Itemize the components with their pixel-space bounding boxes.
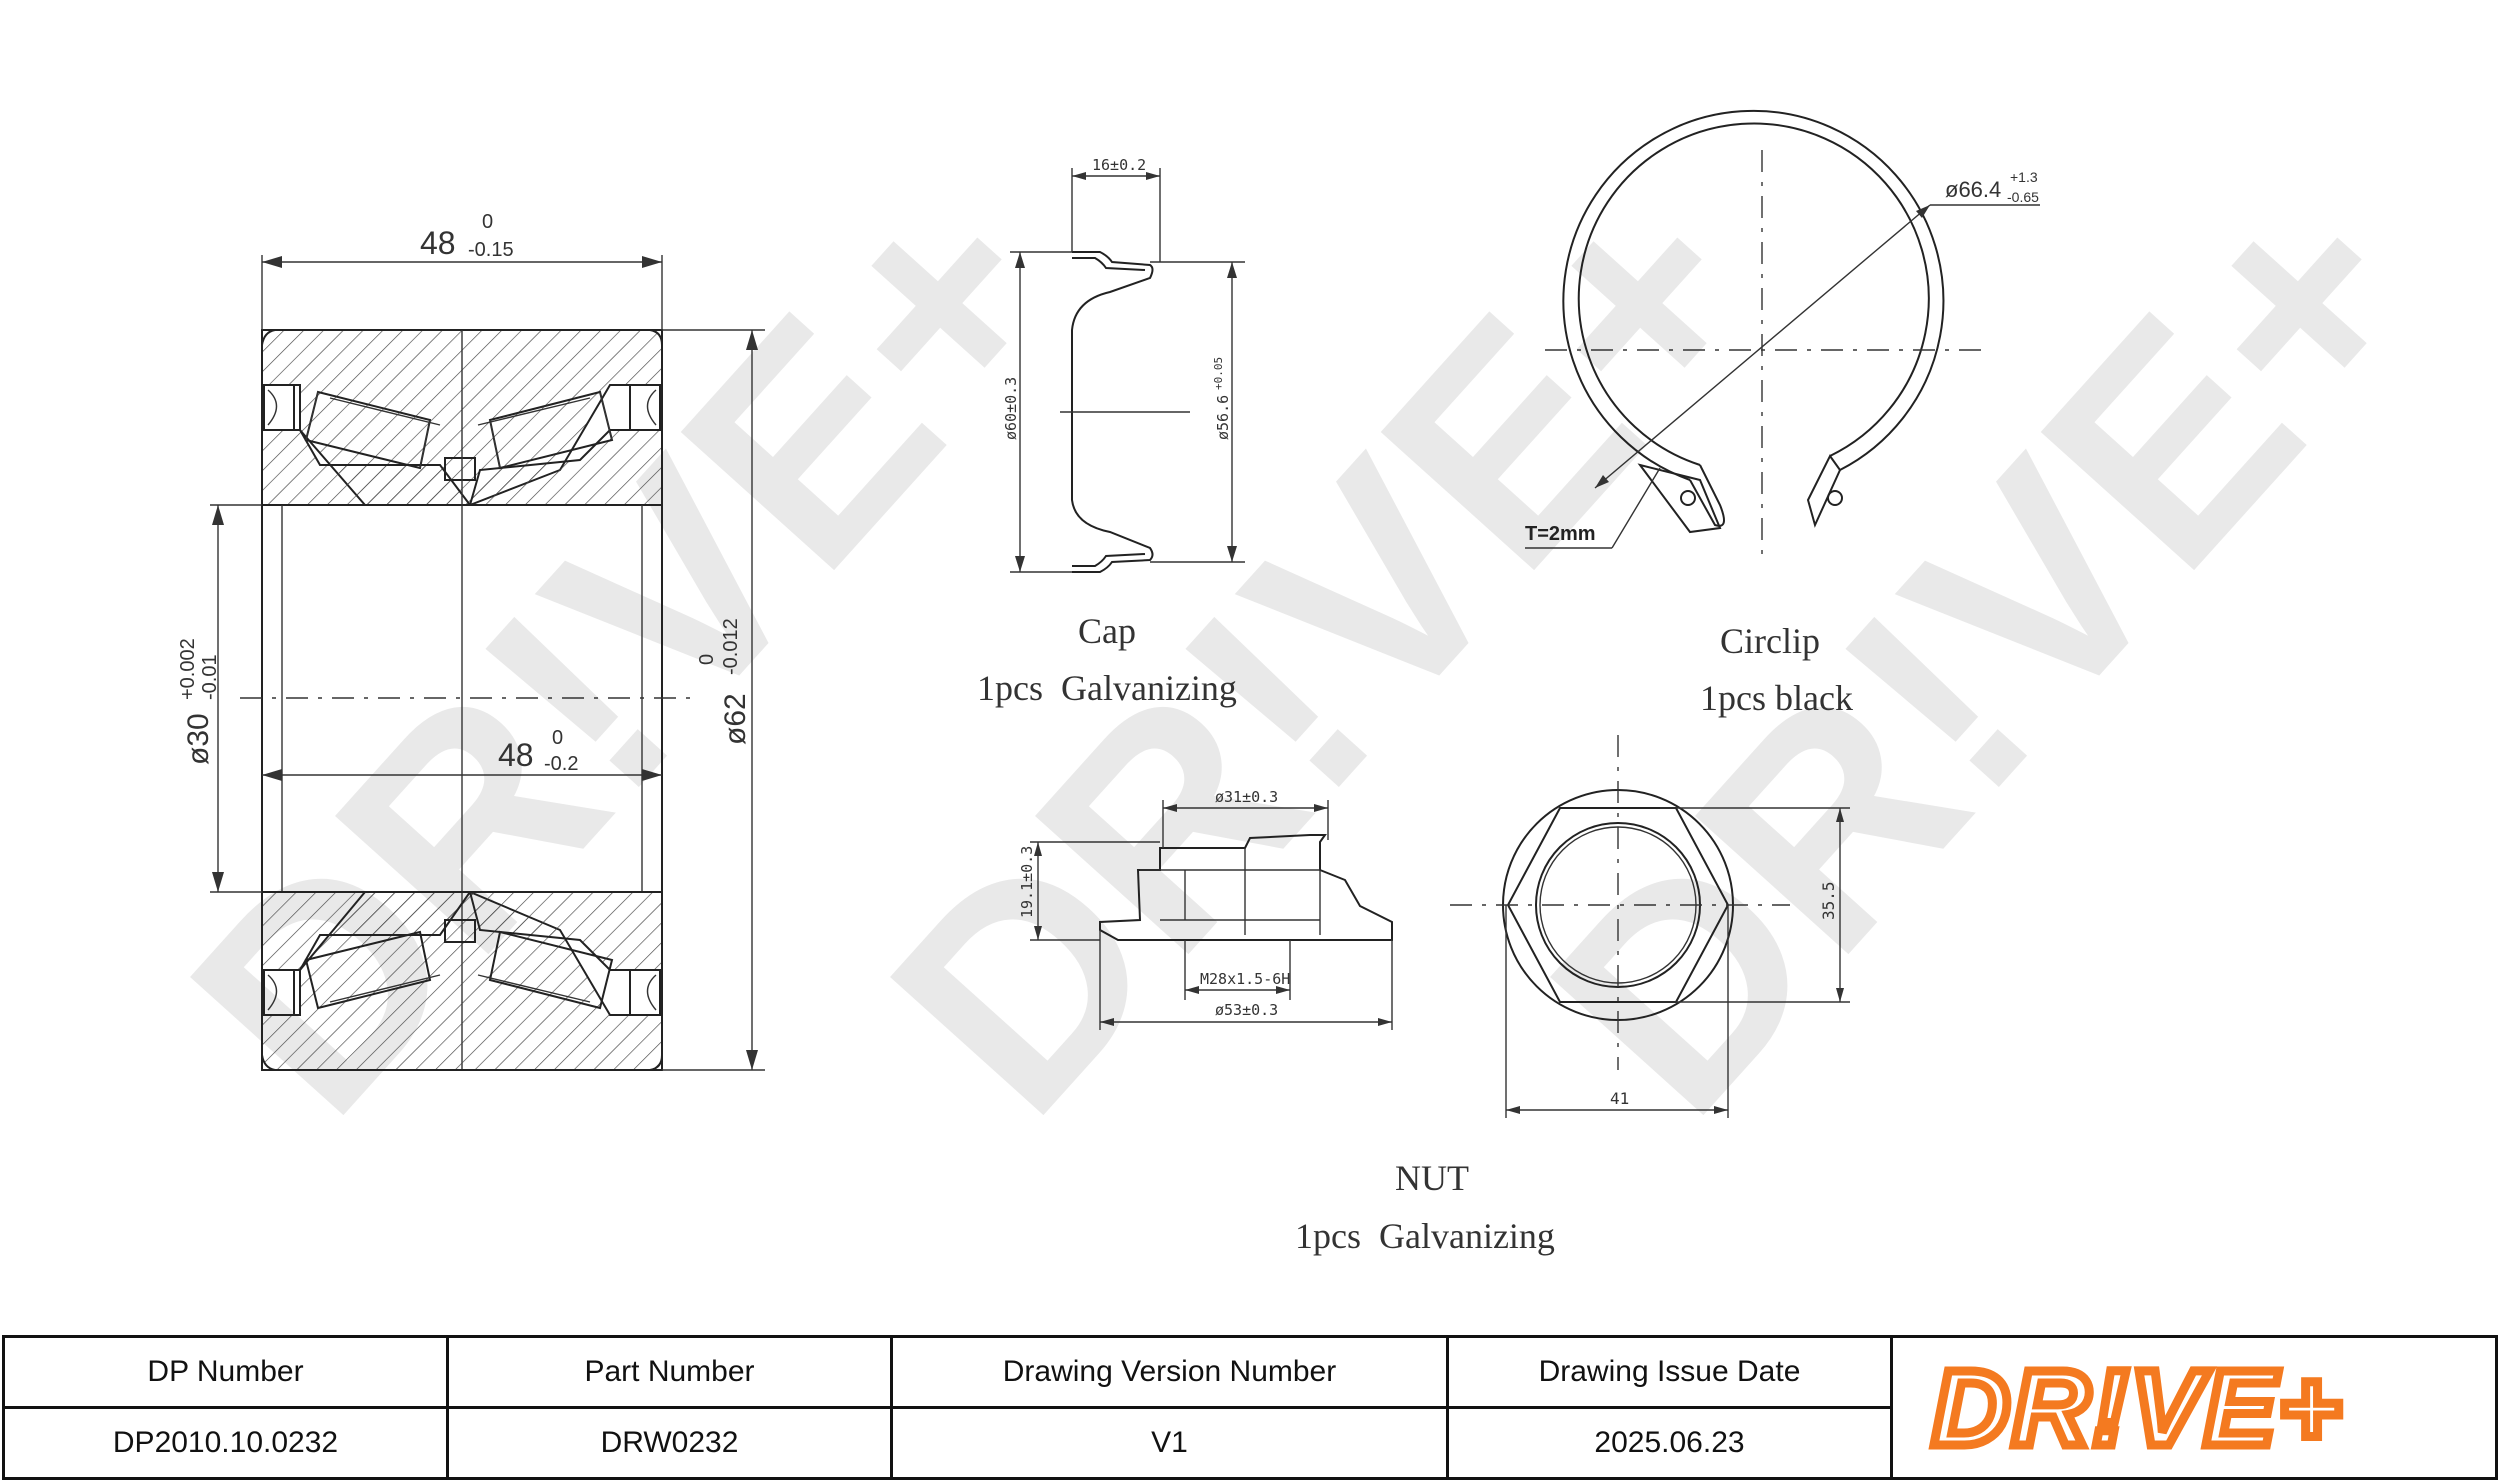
dim-bearing-outer: ø62 0 -0.012: [662, 329, 765, 1071]
circlip-description: 1pcs black: [1700, 678, 1853, 718]
issue-date-value: 2025.06.23: [1594, 1426, 1745, 1459]
title-block-col-part-number: Part Number DRW0232: [449, 1338, 893, 1477]
dp-number-value: DP2010.10.0232: [112, 1426, 339, 1459]
issue-date-header: Drawing Issue Date: [1449, 1338, 1890, 1409]
cap-section-view: 16±0.2 ø60±0.3 ø56.6 +0.05 Cap 1pcs Galv…: [977, 156, 1245, 708]
cap-dim-width: 16±0.2: [1092, 156, 1146, 174]
cap-dim-dia-left: ø60±0.3: [1002, 377, 1020, 440]
bearing-width-top-tol-upper: 0: [482, 211, 493, 233]
nut-title: NUT: [1395, 1158, 1469, 1198]
version-value: V1: [1151, 1426, 1188, 1459]
circlip-view: ø66.4 +1.3 -0.65 T=2mm Circlip 1pcs blac…: [1525, 109, 2040, 718]
nut-dim-across-flats: 35.5: [1819, 881, 1838, 920]
title-block-col-version: Drawing Version Number V1: [893, 1338, 1449, 1477]
part-number-header: Part Number: [449, 1338, 890, 1409]
nut-description: 1pcs Galvanizing: [1295, 1216, 1555, 1256]
bearing-rollers-bottom: [304, 919, 614, 1010]
bearing-outer-value: ø62: [719, 693, 752, 745]
cap-title: Cap: [1078, 611, 1136, 651]
title-block-col-issue-date: Drawing Issue Date 2025.06.23: [1449, 1338, 1893, 1477]
cap-dim-dia-right: ø56.6: [1214, 395, 1232, 440]
bearing-seals-bottom: [263, 969, 661, 1016]
bearing-outer-tol-lower: -0.012: [720, 618, 742, 675]
bearing-bore-tol-lower: -0.01: [199, 654, 221, 700]
bearing-width-inner-value: 48: [498, 737, 534, 773]
version-header: Drawing Version Number: [893, 1338, 1446, 1409]
nut-dim-width: 41: [1610, 1089, 1629, 1108]
bearing-width-inner-tol-upper: 0: [552, 727, 563, 749]
technical-drawing: DR!VE+ DR!VE+ DR!VE+: [128, 109, 2479, 1256]
dim-bearing-width-top: 48 0 -0.15: [261, 211, 663, 330]
bearing-width-top-value: 48: [420, 225, 456, 261]
bearing-outer-tol-upper: 0: [696, 654, 718, 665]
bearing-section-view: 48 0 -0.15 48 0 -0.2 ø30 +0.002 -0.01: [177, 211, 765, 1071]
drive-logo: DR!VE+: [1928, 1353, 2346, 1463]
circlip-dim-tol-upper: +1.3: [2010, 169, 2038, 185]
title-block-col-dp-number: DP Number DP2010.10.0232: [5, 1338, 449, 1477]
bearing-seals-top: [263, 384, 661, 431]
dim-bearing-width-inner: 48 0 -0.2: [262, 727, 662, 781]
nut-side-view: ø31±0.3 19.1±0.3 M28x1.5-6H ø53±0.3: [1018, 788, 1393, 1030]
nut-dim-bottom: ø53±0.3: [1215, 1001, 1278, 1019]
circlip-dim-tol-lower: -0.65: [2007, 189, 2039, 205]
nut-top-view: 35.5 41 NUT 1pcs Galvanizing: [1295, 735, 1850, 1256]
drive-logo-text: DR!VE+: [1932, 1353, 2343, 1463]
nut-dim-top: ø31±0.3: [1215, 788, 1278, 806]
title-block: DP Number DP2010.10.0232 Part Number DRW…: [2, 1335, 2498, 1480]
logo-cell: DR!VE+: [1893, 1338, 2495, 1477]
bearing-bore-value: ø30: [182, 713, 215, 765]
dp-number-header: DP Number: [5, 1338, 446, 1409]
bearing-rollers-top: [304, 390, 614, 481]
bearing-bore-tol-upper: +0.002: [177, 638, 199, 700]
circlip-dim-dia: ø66.4: [1945, 177, 2001, 202]
circlip-thickness: T=2mm: [1525, 523, 1596, 545]
bearing-width-top-tol-lower: -0.15: [468, 239, 514, 261]
nut-dim-height: 19.1±0.3: [1018, 846, 1036, 918]
dim-bearing-bore: ø30 +0.002 -0.01: [177, 504, 262, 893]
bearing-width-inner-tol-lower: -0.2: [544, 753, 578, 775]
cap-description: 1pcs Galvanizing: [977, 668, 1237, 708]
part-number-value: DRW0232: [600, 1426, 739, 1459]
circlip-title: Circlip: [1720, 621, 1820, 661]
cap-dim-dia-right-tol: +0.05: [1212, 357, 1225, 390]
nut-thread: M28x1.5-6H: [1200, 970, 1290, 988]
